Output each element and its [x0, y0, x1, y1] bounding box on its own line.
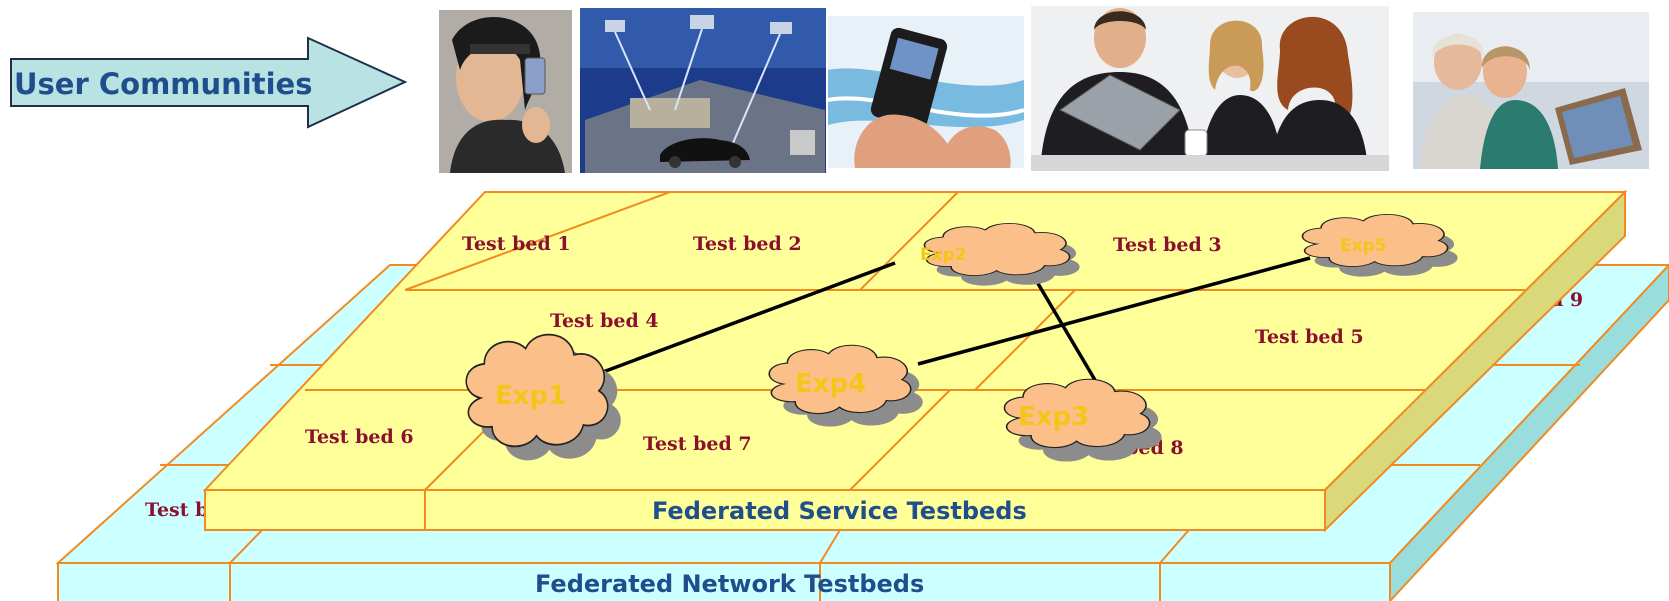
arrow-label: User Communities — [14, 67, 312, 101]
testbed-label-2: Test bed 2 — [693, 233, 802, 255]
hand-smartphone-photo — [827, 16, 1025, 168]
service-layer-label: Federated Service Testbeds — [652, 497, 1027, 525]
network-satellite-car-photo — [580, 8, 826, 173]
network-layer-front — [57, 562, 1391, 601]
testbed-label-1: Test bed 1 — [462, 233, 571, 255]
experiment-cloud-exp4[interactable]: Exp4 — [768, 344, 923, 427]
seniors-computer-photo — [1413, 12, 1649, 169]
testbed-label-6: Test bed 6 — [305, 426, 414, 448]
arrow-shape — [10, 36, 408, 129]
service-grid-line — [859, 191, 959, 291]
network-partial-label-left: Test b — [145, 499, 208, 521]
testbed-label-3: Test bed 3 — [1113, 234, 1222, 256]
service-grid-line — [849, 389, 951, 491]
experiment-label-exp2: Exp2 — [920, 245, 967, 265]
experiment-cloud-exp2[interactable]: Exp2 — [920, 222, 1080, 286]
testbed-label-5: Test bed 5 — [1255, 326, 1364, 348]
experiment-label-exp4: Exp4 — [795, 369, 866, 399]
experiment-label-exp1: Exp1 — [495, 381, 566, 411]
service-grid-line — [974, 289, 1076, 391]
network-layer-label: Federated Network Testbeds — [535, 570, 924, 598]
link-exp1-exp2 — [602, 261, 896, 374]
testbed-label-7: Test bed 7 — [643, 433, 752, 455]
link-exp4-exp5 — [917, 256, 1311, 366]
experiment-cloud-exp5[interactable]: Exp5 — [1301, 213, 1458, 277]
testbed-label-4: Test bed 4 — [550, 310, 659, 332]
user-communities-arrow: User Communities — [10, 36, 408, 129]
business-team-laptop-photo — [1031, 6, 1389, 171]
link-exp2-exp3 — [1028, 269, 1097, 381]
woman-headset-photo — [439, 10, 572, 173]
service-layer-front — [204, 489, 1326, 531]
experiment-links — [602, 256, 1311, 381]
experiment-label-exp5: Exp5 — [1340, 236, 1387, 256]
experiment-cloud-exp1[interactable]: Exp1 — [465, 333, 621, 461]
service-grid-line — [404, 191, 671, 291]
experiment-cloud-exp3[interactable]: Exp3 — [1003, 378, 1162, 462]
experiment-label-exp3: Exp3 — [1018, 402, 1089, 432]
